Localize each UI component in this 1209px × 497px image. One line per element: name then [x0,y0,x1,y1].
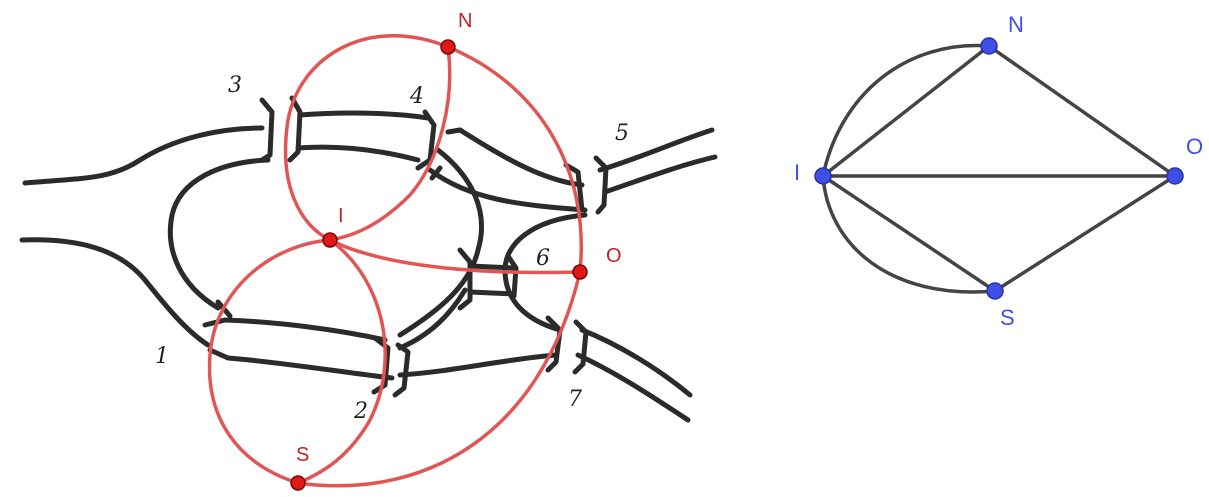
bridge-2 [371,335,411,398]
bridge-label-5: 5 [615,121,629,146]
vertex-label-O: O [1186,134,1203,159]
edge-S-O-line [994,174,1176,293]
land-label-I: I [338,205,344,227]
river-east-lower-2 [575,352,691,423]
land-node-I [322,232,338,248]
land-node-S [290,475,306,491]
river-bank-north-west [22,125,265,186]
vertex-S [986,282,1004,300]
route-I-S-loop [207,238,331,485]
vertex-O [1166,167,1184,185]
north-bank-inner [427,167,588,213]
bridge-number-labels: 3 4 5 6 1 2 7 [155,73,629,424]
edge-N-O-line [987,44,1177,178]
red-land-nodes: N I O S [290,10,622,491]
route-N-I-inner [329,46,452,242]
river-east-upper-2 [602,154,718,195]
river-east-lower-1 [579,327,693,398]
bridge-3 [259,95,431,163]
bridge-6 [457,247,519,311]
route-I-S-inner [297,238,387,485]
edge-I-S-arc [821,175,996,294]
river-east-upper-1 [597,127,715,173]
vertex-label-S: S [1000,305,1015,330]
south-bank [397,352,558,378]
land-label-S: S [296,444,309,466]
edge-I-N-arc [821,43,990,177]
land-node-O [572,264,588,280]
route-S-O [297,271,582,488]
bridge-label-6: 6 [536,246,550,271]
vertex-N [980,37,998,55]
bridge-label-2: 2 [353,399,368,424]
red-route-overlay [207,34,583,488]
river-map [19,125,718,423]
bridge-label-1: 1 [155,344,169,369]
bridge-5 [563,155,609,215]
bridge-4 [415,109,463,181]
vertex-label-I: I [794,160,800,185]
river-bank-south-west [19,237,211,348]
land-label-N: N [458,10,472,32]
route-I-O [329,238,581,275]
bridge-label-3: 3 [228,73,242,98]
bridge-label-4: 4 [409,84,424,109]
route-N-O [447,45,583,273]
route-N-I-loop [283,34,449,242]
bridge-7 [545,315,589,375]
island-outline-west [167,157,271,311]
south-bank-inner [397,287,468,351]
edge-I-S-line [822,174,996,293]
north-bank-middle [457,127,585,188]
island-outline-east [397,147,484,338]
edge-I-N-line [821,44,991,178]
vertex-I [814,167,832,185]
bridges [202,95,609,398]
vertex-label-N: N [1008,12,1024,37]
bridge-label-7: 7 [568,387,582,412]
abstract-graph: N I O S [794,12,1203,330]
land-label-O: O [606,245,622,267]
bridge-1 [202,299,395,381]
land-node-N [440,39,456,55]
